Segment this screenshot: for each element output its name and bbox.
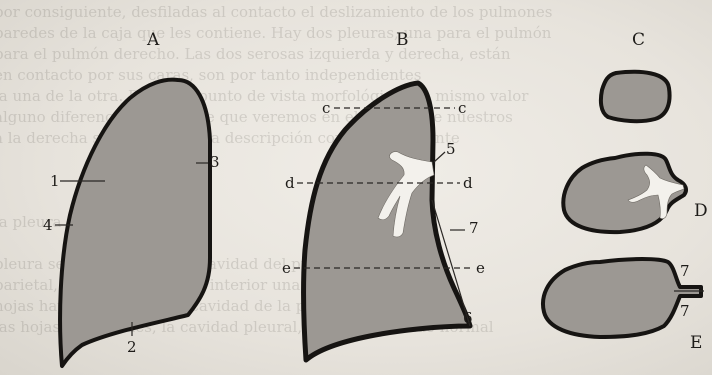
figure-e-label-7-top: 7 [680, 262, 690, 280]
figure-b: B c c d d e e 5 7 6 [282, 30, 485, 360]
figure-a-label-2: 2 [127, 338, 137, 356]
figure-e-caption: E [690, 333, 702, 353]
section-line-d-right-label: d [463, 174, 473, 192]
figure-b-caption: B [396, 30, 409, 50]
figure-b-label-5: 5 [446, 140, 456, 158]
section-line-d-left-label: d [285, 174, 295, 192]
figure-a-label-1: 1 [50, 172, 60, 190]
figure-b-leader-5 [434, 152, 445, 162]
figure-c-section-outline [601, 72, 670, 121]
figure-a-caption: A [146, 30, 160, 50]
figure-d: D [563, 154, 707, 232]
figure-e-section-outline [543, 259, 701, 337]
figure-b-label-6: 6 [463, 309, 473, 327]
figure-a-lung-outline [60, 80, 210, 366]
figure-c-caption: C [632, 30, 645, 50]
section-line-c-left-label: c [322, 99, 330, 117]
figure-e-label-7-bottom: 7 [680, 302, 690, 320]
figure-e: 7 7 E [543, 259, 704, 353]
section-line-c-right-label: c [458, 99, 466, 117]
section-line-e-right-label: e [476, 259, 485, 277]
figure-d-caption: D [694, 201, 708, 221]
figure-b-lung-outline [303, 83, 470, 360]
figure-b-label-7: 7 [469, 219, 479, 237]
figure-c: C [601, 30, 670, 121]
section-line-e-left-label: e [282, 259, 291, 277]
figure-a: A 1 4 3 2 [43, 30, 220, 366]
figure-a-label-4: 4 [43, 216, 53, 234]
figure-a-label-3: 3 [210, 153, 220, 171]
